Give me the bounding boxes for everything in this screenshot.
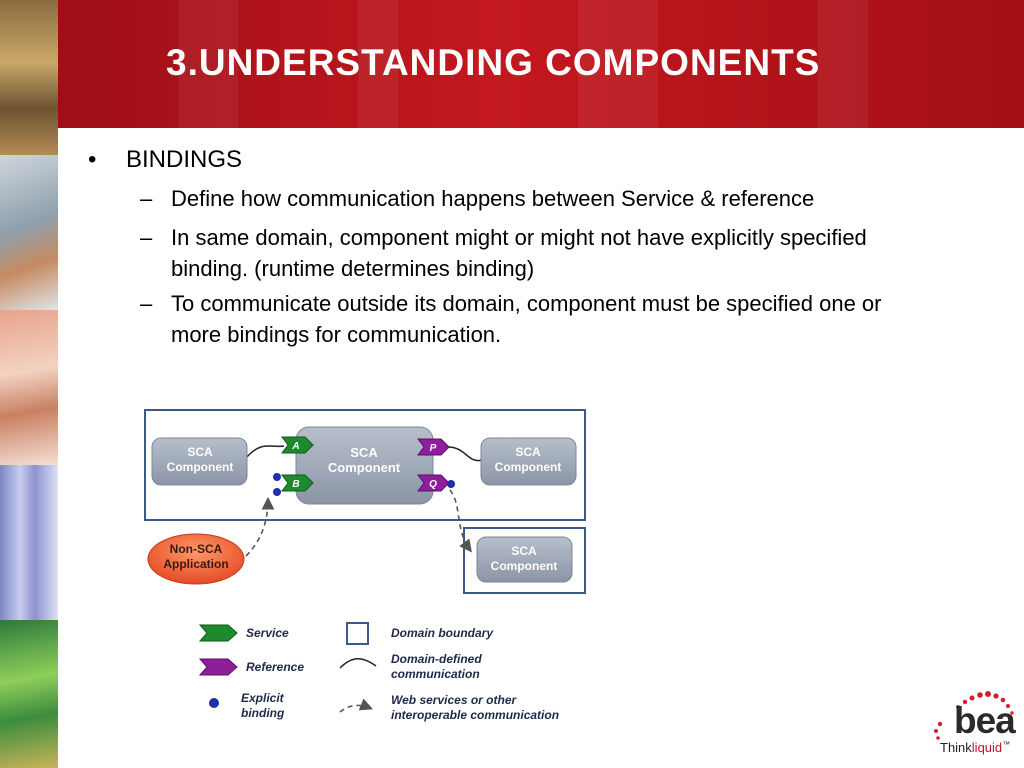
reference-label: Q xyxy=(429,479,437,490)
reference-label: P xyxy=(430,443,437,454)
non-sca-label-line: Application xyxy=(163,557,228,571)
non-sca-application: Non-SCA Application xyxy=(147,533,245,585)
webservice-arrow-out xyxy=(449,489,472,553)
photo-bookshelf xyxy=(0,0,58,155)
legend-webservice-label: Web services or other xyxy=(391,693,517,707)
legend-webservice-label: interoperable communication xyxy=(391,708,559,722)
photo-test-tubes xyxy=(0,620,58,768)
component-label-line: Component xyxy=(328,460,401,475)
bullet-marker: • xyxy=(88,146,97,173)
decorative-photo-strip xyxy=(0,0,58,768)
component-label-line: SCA xyxy=(350,445,378,460)
photo-hand-keyboard xyxy=(0,155,58,310)
legend-domain-defined-label: Domain-defined xyxy=(391,652,482,666)
legend-domain-curve-icon xyxy=(339,658,377,669)
slide-title: 3.UNDERSTANDING COMPONENTS xyxy=(166,42,821,83)
component-label-line: Component xyxy=(167,460,234,474)
sub-marker: – xyxy=(140,225,153,250)
legend-service-label: Service xyxy=(246,626,289,640)
domain-connection-left xyxy=(245,445,285,459)
service-a-icon: A xyxy=(281,436,314,454)
tagline-tm: ™ xyxy=(1002,740,1011,749)
component-label-line: SCA xyxy=(515,445,541,459)
sub-marker: – xyxy=(140,291,153,316)
service-label: A xyxy=(291,441,299,452)
component-label-line: SCA xyxy=(511,544,537,558)
diagram-legend: Service Reference Explicit binding Domai… xyxy=(198,622,559,722)
service-label: B xyxy=(292,479,299,490)
bullet-bindings: BINDINGS xyxy=(126,146,243,173)
webservice-arrow-in xyxy=(245,496,275,557)
legend-service-icon xyxy=(198,624,238,642)
legend-webservice-arrow-icon xyxy=(339,698,373,713)
explicit-binding-dot xyxy=(447,480,455,488)
domain-connection-right xyxy=(447,446,483,462)
component-label-line: Component xyxy=(491,559,558,573)
legend-binding-dot xyxy=(209,698,219,708)
bea-logo-swirl xyxy=(934,691,1014,740)
bea-logo-word: bea xyxy=(954,700,1016,741)
explicit-binding-dot xyxy=(273,473,281,481)
subpoint-3: To communicate outside its domain, compo… xyxy=(171,291,882,347)
sca-component-right: SCA Component xyxy=(480,437,577,486)
sca-component-left: SCA Component xyxy=(151,437,248,486)
photo-columns xyxy=(0,465,58,620)
sca-component-outside: SCA Component xyxy=(476,536,573,583)
legend-domain-boundary-label: Domain boundary xyxy=(391,626,494,640)
tagline-think: Think xyxy=(940,740,972,755)
subpoint-2: In same domain, component might or might… xyxy=(171,225,867,281)
explicit-binding-dot xyxy=(273,488,281,496)
legend-reference-label: Reference xyxy=(246,660,304,674)
sub-marker: – xyxy=(140,186,153,211)
legend-reference-icon xyxy=(198,658,238,676)
component-label-line: SCA xyxy=(187,445,213,459)
bea-logo-tagline: Thinkliquid™ xyxy=(940,740,1010,755)
legend-binding-label: Explicit xyxy=(241,691,285,705)
component-label-line: Component xyxy=(495,460,562,474)
legend-domain-defined-label: communication xyxy=(391,667,480,681)
legend-binding-label: binding xyxy=(241,706,285,720)
legend-domain-boundary-icon xyxy=(346,622,369,645)
reference-q-icon: Q xyxy=(417,474,450,492)
subpoint-1: Define how communication happens between… xyxy=(171,186,815,211)
non-sca-label-line: Non-SCA xyxy=(170,542,223,556)
reference-p-icon: P xyxy=(417,438,450,456)
title-banner xyxy=(58,0,1024,128)
photo-keypad xyxy=(0,310,58,465)
sca-component-center: SCA Component xyxy=(295,426,434,505)
tagline-liquid: liquid xyxy=(971,740,1003,755)
service-b-icon: B xyxy=(281,474,314,492)
